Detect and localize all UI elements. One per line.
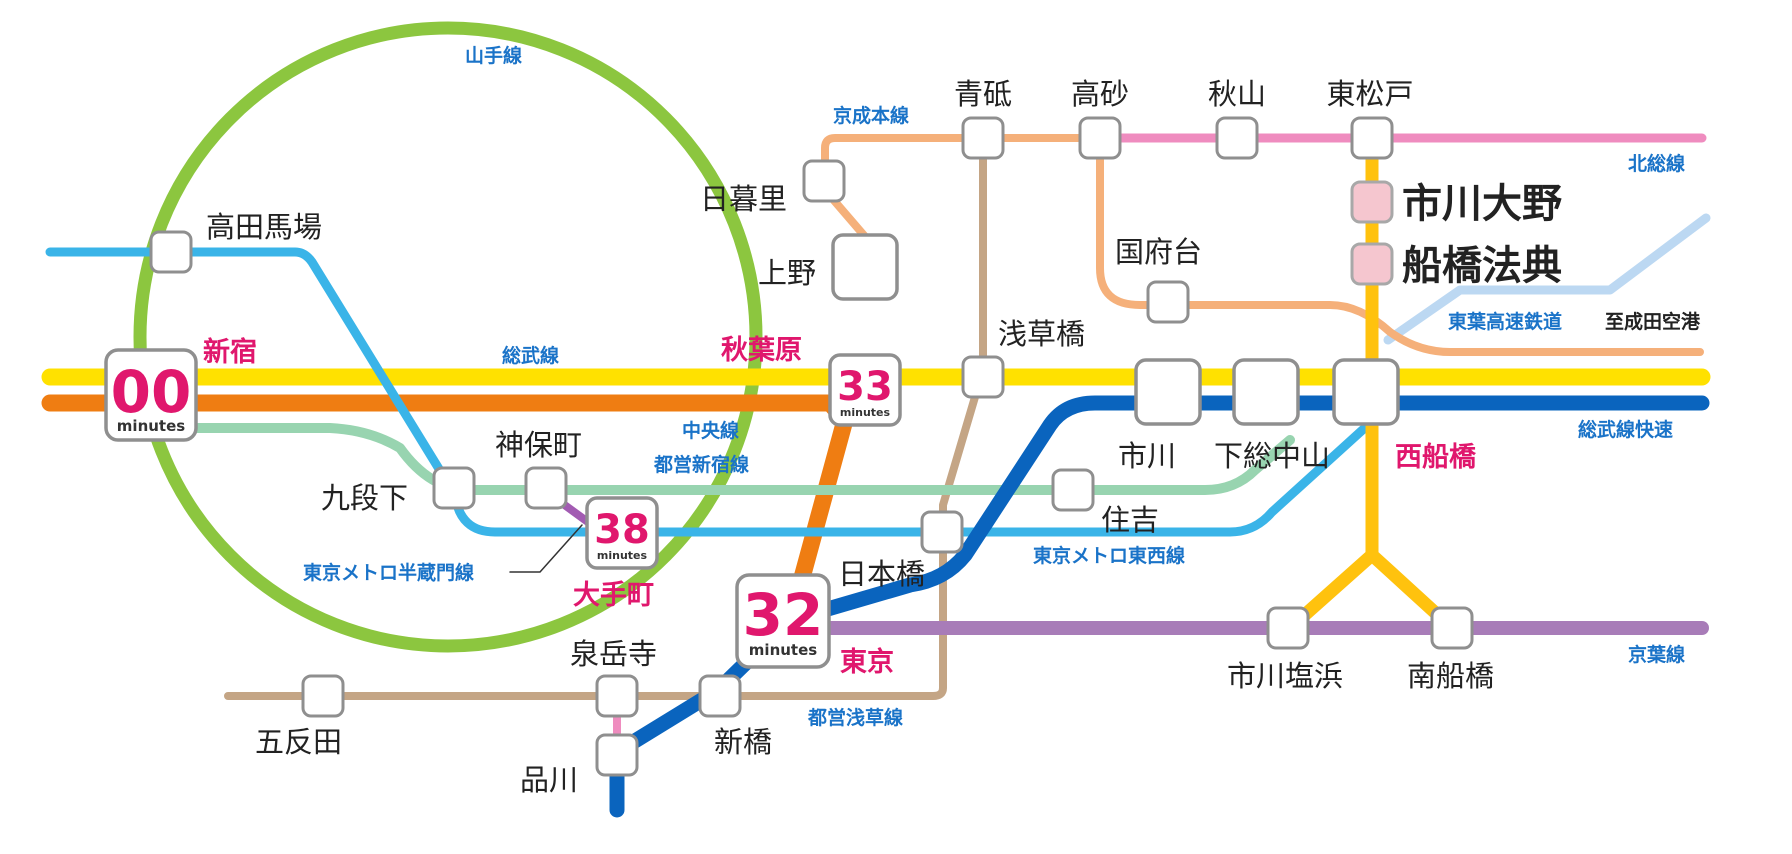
yamanote-line: [133, 21, 763, 653]
station-ichikawa-shiohama-marker[interactable]: [1266, 606, 1310, 650]
station-higashi-matsudo-marker[interactable]: [1350, 116, 1394, 160]
akihabara-time-unit: minutes: [840, 406, 891, 419]
label-sobu-rapid: 総武線快速: [1578, 418, 1673, 441]
label-toyo-rapid: 東葉高速鉄道: [1448, 310, 1562, 333]
akihabara-time: 33: [837, 364, 893, 410]
label-keiyo: 京葉線: [1628, 643, 1685, 666]
shinjuku-time: 00: [111, 358, 192, 426]
keisei-branch-line: [1096, 134, 1704, 356]
label-sumiyoshi: 住吉: [1101, 503, 1159, 537]
tozai-line: [45, 247, 1395, 537]
otemachi-time: 38: [594, 507, 650, 553]
label-higashi-matsudo: 東松戸: [1326, 77, 1413, 111]
hub-otemachi-timebox[interactable]: 38 minutes: [585, 496, 659, 570]
station-kudanshita-marker[interactable]: [432, 466, 476, 510]
station-shinagawa-marker[interactable]: [595, 733, 639, 777]
shinjuku-time-unit: minutes: [117, 417, 185, 435]
label-takadanobaba: 高田馬場: [206, 210, 322, 244]
label-sengakuji: 泉岳寺: [570, 637, 657, 671]
station-kokufudai-marker[interactable]: [1146, 280, 1190, 324]
label-takasago: 高砂: [1071, 77, 1129, 111]
station-asakusabashi-marker[interactable]: [961, 355, 1005, 399]
label-kokufudai: 国府台: [1115, 235, 1202, 269]
label-tokyo: 東京: [840, 646, 894, 678]
otemachi-time-unit: minutes: [597, 549, 648, 562]
label-nihombashi: 日本橋: [838, 557, 925, 591]
label-jimbocho: 神保町: [495, 428, 582, 462]
label-shinjuku: 新宿: [203, 336, 257, 368]
label-funabashi-hoten: 船橋法典: [1402, 243, 1562, 289]
label-chuo: 中央線: [682, 419, 739, 442]
label-hanzomon: 東京メトロ半蔵門線: [303, 561, 474, 584]
hub-tokyo-timebox[interactable]: 32 minutes: [735, 573, 831, 669]
label-ichikawa: 市川: [1118, 439, 1176, 473]
label-kudanshita: 九段下: [321, 481, 408, 515]
station-nihombashi-marker[interactable]: [920, 510, 964, 554]
label-toei-asakusa: 都営浅草線: [807, 706, 903, 729]
label-shimosa-nakayama: 下総中山: [1214, 439, 1330, 473]
station-sumiyoshi-marker[interactable]: [1051, 468, 1095, 512]
tokyo-time-unit: minutes: [749, 641, 817, 659]
hub-shinjuku-timebox[interactable]: 00 minutes: [104, 348, 198, 442]
hub-akihabara-timebox[interactable]: 33 minutes: [828, 353, 902, 427]
toyo-rapid-line: [1383, 213, 1711, 345]
station-takasago-marker[interactable]: [1078, 116, 1122, 160]
station-funabashi-hoten-marker[interactable]: [1350, 242, 1394, 286]
label-minami-funabashi: 南船橋: [1407, 659, 1494, 693]
station-gotanda-marker[interactable]: [301, 674, 345, 718]
label-asakusabashi: 浅草橋: [998, 317, 1085, 351]
label-gotanda: 五反田: [255, 725, 342, 759]
label-narita: 至成田空港: [1605, 310, 1701, 333]
station-nishi-funabashi-marker[interactable]: [1332, 358, 1400, 426]
label-yamanote: 山手線: [465, 44, 522, 67]
station-jimbocho-marker[interactable]: [524, 466, 568, 510]
station-ichikawa-marker[interactable]: [1134, 358, 1202, 426]
label-ichikawa-ono: 市川大野: [1402, 181, 1562, 227]
station-nippori-marker[interactable]: [802, 159, 846, 203]
label-akiyama: 秋山: [1208, 77, 1266, 111]
label-sobu: 総武線: [502, 344, 559, 367]
label-keisei-main: 京成本線: [833, 104, 909, 127]
label-ueno: 上野: [758, 256, 816, 290]
label-ichikawa-shiohama: 市川塩浜: [1227, 659, 1343, 693]
label-hokuso: 北総線: [1628, 152, 1685, 175]
station-ueno-marker[interactable]: [831, 233, 899, 301]
station-shinbashi-marker[interactable]: [698, 674, 742, 718]
station-sengakuji-marker[interactable]: [595, 674, 639, 718]
station-ichikawa-ono-marker[interactable]: [1350, 180, 1394, 224]
label-shinagawa: 品川: [520, 763, 578, 797]
station-akiyama-marker[interactable]: [1215, 116, 1259, 160]
sobu-rapid-line: [609, 395, 1710, 818]
keisei-main-line: [821, 134, 1109, 244]
tokyo-time: 32: [743, 581, 824, 649]
label-nishi-funabashi: 西船橋: [1395, 441, 1477, 473]
station-takadanobaba-marker[interactable]: [149, 230, 193, 274]
hanzomon-leader: [509, 524, 583, 573]
label-toei-shinjuku: 都営新宿線: [653, 453, 749, 476]
label-otemachi: 大手町: [573, 580, 654, 611]
label-aoto: 青砥: [954, 77, 1012, 111]
label-tozai: 東京メトロ東西線: [1033, 544, 1185, 567]
label-shinbashi: 新橋: [714, 725, 772, 759]
label-nippori: 日暮里: [700, 182, 787, 216]
station-minami-funabashi-marker[interactable]: [1430, 606, 1474, 650]
station-shimosa-nakayama-marker[interactable]: [1232, 358, 1300, 426]
station-aoto-marker[interactable]: [961, 116, 1005, 160]
label-akihabara: 秋葉原: [721, 335, 802, 366]
